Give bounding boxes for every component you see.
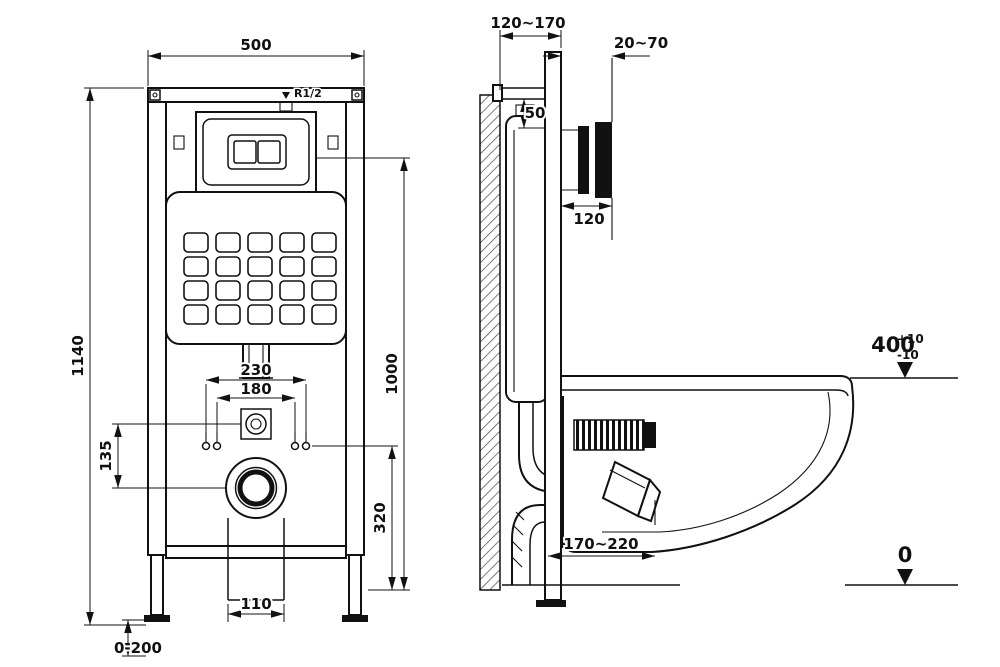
- flush-button-right: [257, 140, 281, 164]
- cistern-grid: [183, 232, 337, 325]
- dim-label-0-200: 0-200: [114, 639, 162, 657]
- dim-inlet-135: 135: [95, 423, 241, 489]
- dim-foot-0-200: 0-200: [112, 619, 164, 659]
- outlet-channel: [227, 518, 285, 601]
- dim-finish-20-70: 20~70: [543, 32, 670, 60]
- tol-plus-label: +10: [897, 332, 924, 346]
- dim-bolt-230: 230: [205, 359, 307, 440]
- side-view: 120~170 20~70 50 120 400 +10 -10 170~220: [479, 12, 958, 607]
- dim-depth-120-170: 120~170: [488, 12, 568, 90]
- foot-plate-right: [342, 615, 368, 622]
- dim-label-180: 180: [240, 380, 271, 398]
- dim-floor-0: 0: [896, 541, 914, 585]
- dim-label-0: 0: [898, 543, 913, 567]
- frame-side: [536, 51, 566, 607]
- anchor-fitting-right: [327, 135, 339, 150]
- dim-label-110: 110: [240, 595, 271, 613]
- drain-outlet: [225, 457, 287, 519]
- dim-label-120-170: 120~170: [490, 14, 565, 32]
- dim-drain-170-220: 170~220: [548, 533, 655, 560]
- dim-label-500: 500: [240, 36, 271, 54]
- dim-label-120: 120: [573, 210, 604, 228]
- thread-label: R1/2: [294, 87, 322, 100]
- anchor-fitting-left: [173, 135, 185, 150]
- carrier-frame: [144, 87, 368, 622]
- dim-label-320: 320: [371, 502, 389, 533]
- dim-label-400: 400: [871, 333, 915, 357]
- flush-plate: [195, 111, 317, 193]
- outlet-cone: [601, 460, 662, 525]
- dim-label-170-220: 170~220: [563, 535, 638, 553]
- dim-outlet-110: 110: [227, 593, 285, 622]
- foot-plate-left: [144, 615, 170, 622]
- wall-section: [479, 94, 501, 591]
- cistern: [165, 191, 347, 345]
- dim-gap-50: 50: [518, 98, 547, 129]
- dim-height-1000: 1000: [316, 157, 410, 591]
- tol-minus-label: -10: [897, 348, 919, 362]
- toilet-bowl: [562, 375, 855, 553]
- dim-drain-320: 320: [312, 445, 398, 590]
- water-inlet: R1/2: [279, 86, 323, 112]
- dim-label-135: 135: [97, 440, 115, 471]
- dim-label-20-70: 20~70: [614, 34, 668, 52]
- dim-label-230: 230: [240, 361, 271, 379]
- dim-height-1140: 1140: [67, 87, 146, 626]
- mounting-bolts: [573, 419, 656, 451]
- dim-label-1140: 1140: [69, 335, 87, 377]
- front-view: R1/2: [67, 34, 410, 659]
- dim-label-1000: 1000: [383, 353, 401, 395]
- dim-rim-400: 400 +10 -10: [869, 331, 924, 378]
- dim-plate-120: 120: [561, 200, 613, 230]
- cistern-side: [505, 104, 549, 403]
- inlet-connector: [240, 408, 272, 440]
- dim-width-500: 500: [147, 34, 365, 86]
- dim-bolt-180: 180: [216, 378, 296, 440]
- flush-button-left: [233, 140, 257, 164]
- dim-label-50: 50: [525, 104, 546, 122]
- foot-plate-side: [536, 600, 566, 607]
